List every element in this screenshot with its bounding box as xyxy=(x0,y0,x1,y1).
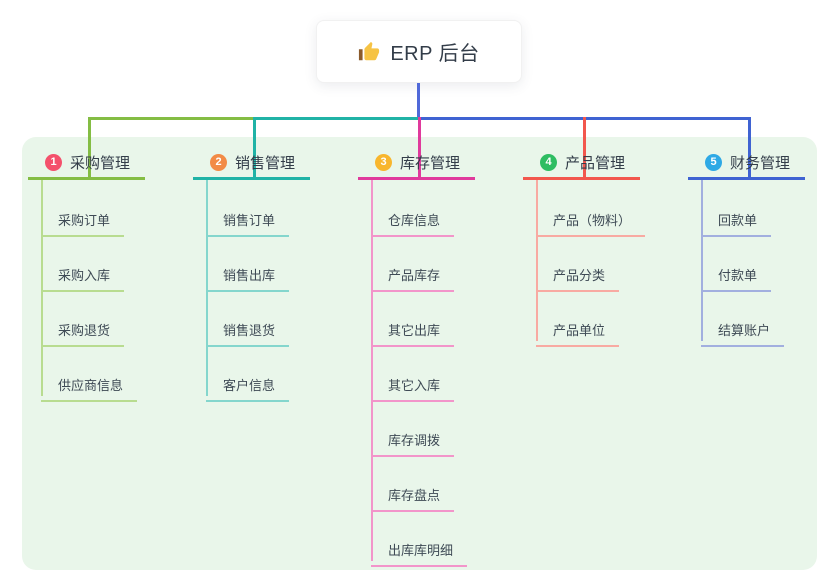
child-node[interactable]: 采购订单 xyxy=(41,201,125,237)
child-node[interactable]: 销售退货 xyxy=(206,311,290,347)
branch-title: 库存管理 xyxy=(400,154,461,172)
root-node[interactable]: ERP 后台 xyxy=(316,20,522,83)
child-node[interactable]: 付款单 xyxy=(701,256,772,292)
branch-title: 财务管理 xyxy=(730,154,791,172)
child-node[interactable]: 回款单 xyxy=(701,201,772,237)
branch-drop-line xyxy=(748,117,751,177)
child-node[interactable]: 库存调拨 xyxy=(371,421,455,457)
child-node[interactable]: 库存盘点 xyxy=(371,476,455,512)
child-node[interactable]: 出库库明细 xyxy=(371,531,468,567)
branch-drop-line xyxy=(88,117,91,177)
child-node[interactable]: 产品库存 xyxy=(371,256,455,292)
bus-segment-left-2 xyxy=(253,117,421,120)
child-node[interactable]: 销售订单 xyxy=(206,201,290,237)
branch-number-badge: 2 xyxy=(210,153,227,171)
child-node[interactable]: 客户信息 xyxy=(206,366,290,402)
branch-trunk-line xyxy=(701,180,703,341)
child-node[interactable]: 产品（物料） xyxy=(536,201,646,237)
branch-node-1[interactable]: 1 采购管理 xyxy=(28,147,145,180)
branch-number-badge: 3 xyxy=(375,153,392,171)
root-node-title: ERP 后台 xyxy=(390,43,480,65)
branch-drop-line xyxy=(418,117,421,177)
branch-drop-line xyxy=(583,117,586,177)
branch-number-badge: 1 xyxy=(45,153,62,171)
branch-trunk-line xyxy=(206,180,208,396)
branch-number-badge: 4 xyxy=(540,153,557,171)
child-node[interactable]: 产品单位 xyxy=(536,311,620,347)
child-node[interactable]: 结算账户 xyxy=(701,311,785,347)
child-node[interactable]: 采购入库 xyxy=(41,256,125,292)
branch-node-3[interactable]: 3 库存管理 xyxy=(358,147,475,180)
branch-node-5[interactable]: 5 财务管理 xyxy=(688,147,805,180)
thumbs-up-icon xyxy=(358,41,380,63)
child-node[interactable]: 其它入库 xyxy=(371,366,455,402)
branch-drop-line xyxy=(253,117,256,177)
branch-trunk-line xyxy=(536,180,538,341)
branch-trunk-line xyxy=(41,180,43,396)
child-node[interactable]: 供应商信息 xyxy=(41,366,138,402)
branch-node-2[interactable]: 2 销售管理 xyxy=(193,147,310,180)
branch-title: 产品管理 xyxy=(565,154,626,172)
branch-title: 销售管理 xyxy=(235,154,296,172)
child-node[interactable]: 销售出库 xyxy=(206,256,290,292)
child-node[interactable]: 采购退货 xyxy=(41,311,125,347)
child-node[interactable]: 其它出库 xyxy=(371,311,455,347)
branches-panel xyxy=(22,137,817,570)
root-connector-line xyxy=(417,83,420,120)
branch-trunk-line xyxy=(371,180,373,561)
child-node[interactable]: 产品分类 xyxy=(536,256,620,292)
branch-number-badge: 5 xyxy=(705,153,722,171)
branch-title: 采购管理 xyxy=(70,154,131,172)
child-node[interactable]: 仓库信息 xyxy=(371,201,455,237)
bus-segment-left-1 xyxy=(88,117,256,120)
branch-node-4[interactable]: 4 产品管理 xyxy=(523,147,640,180)
